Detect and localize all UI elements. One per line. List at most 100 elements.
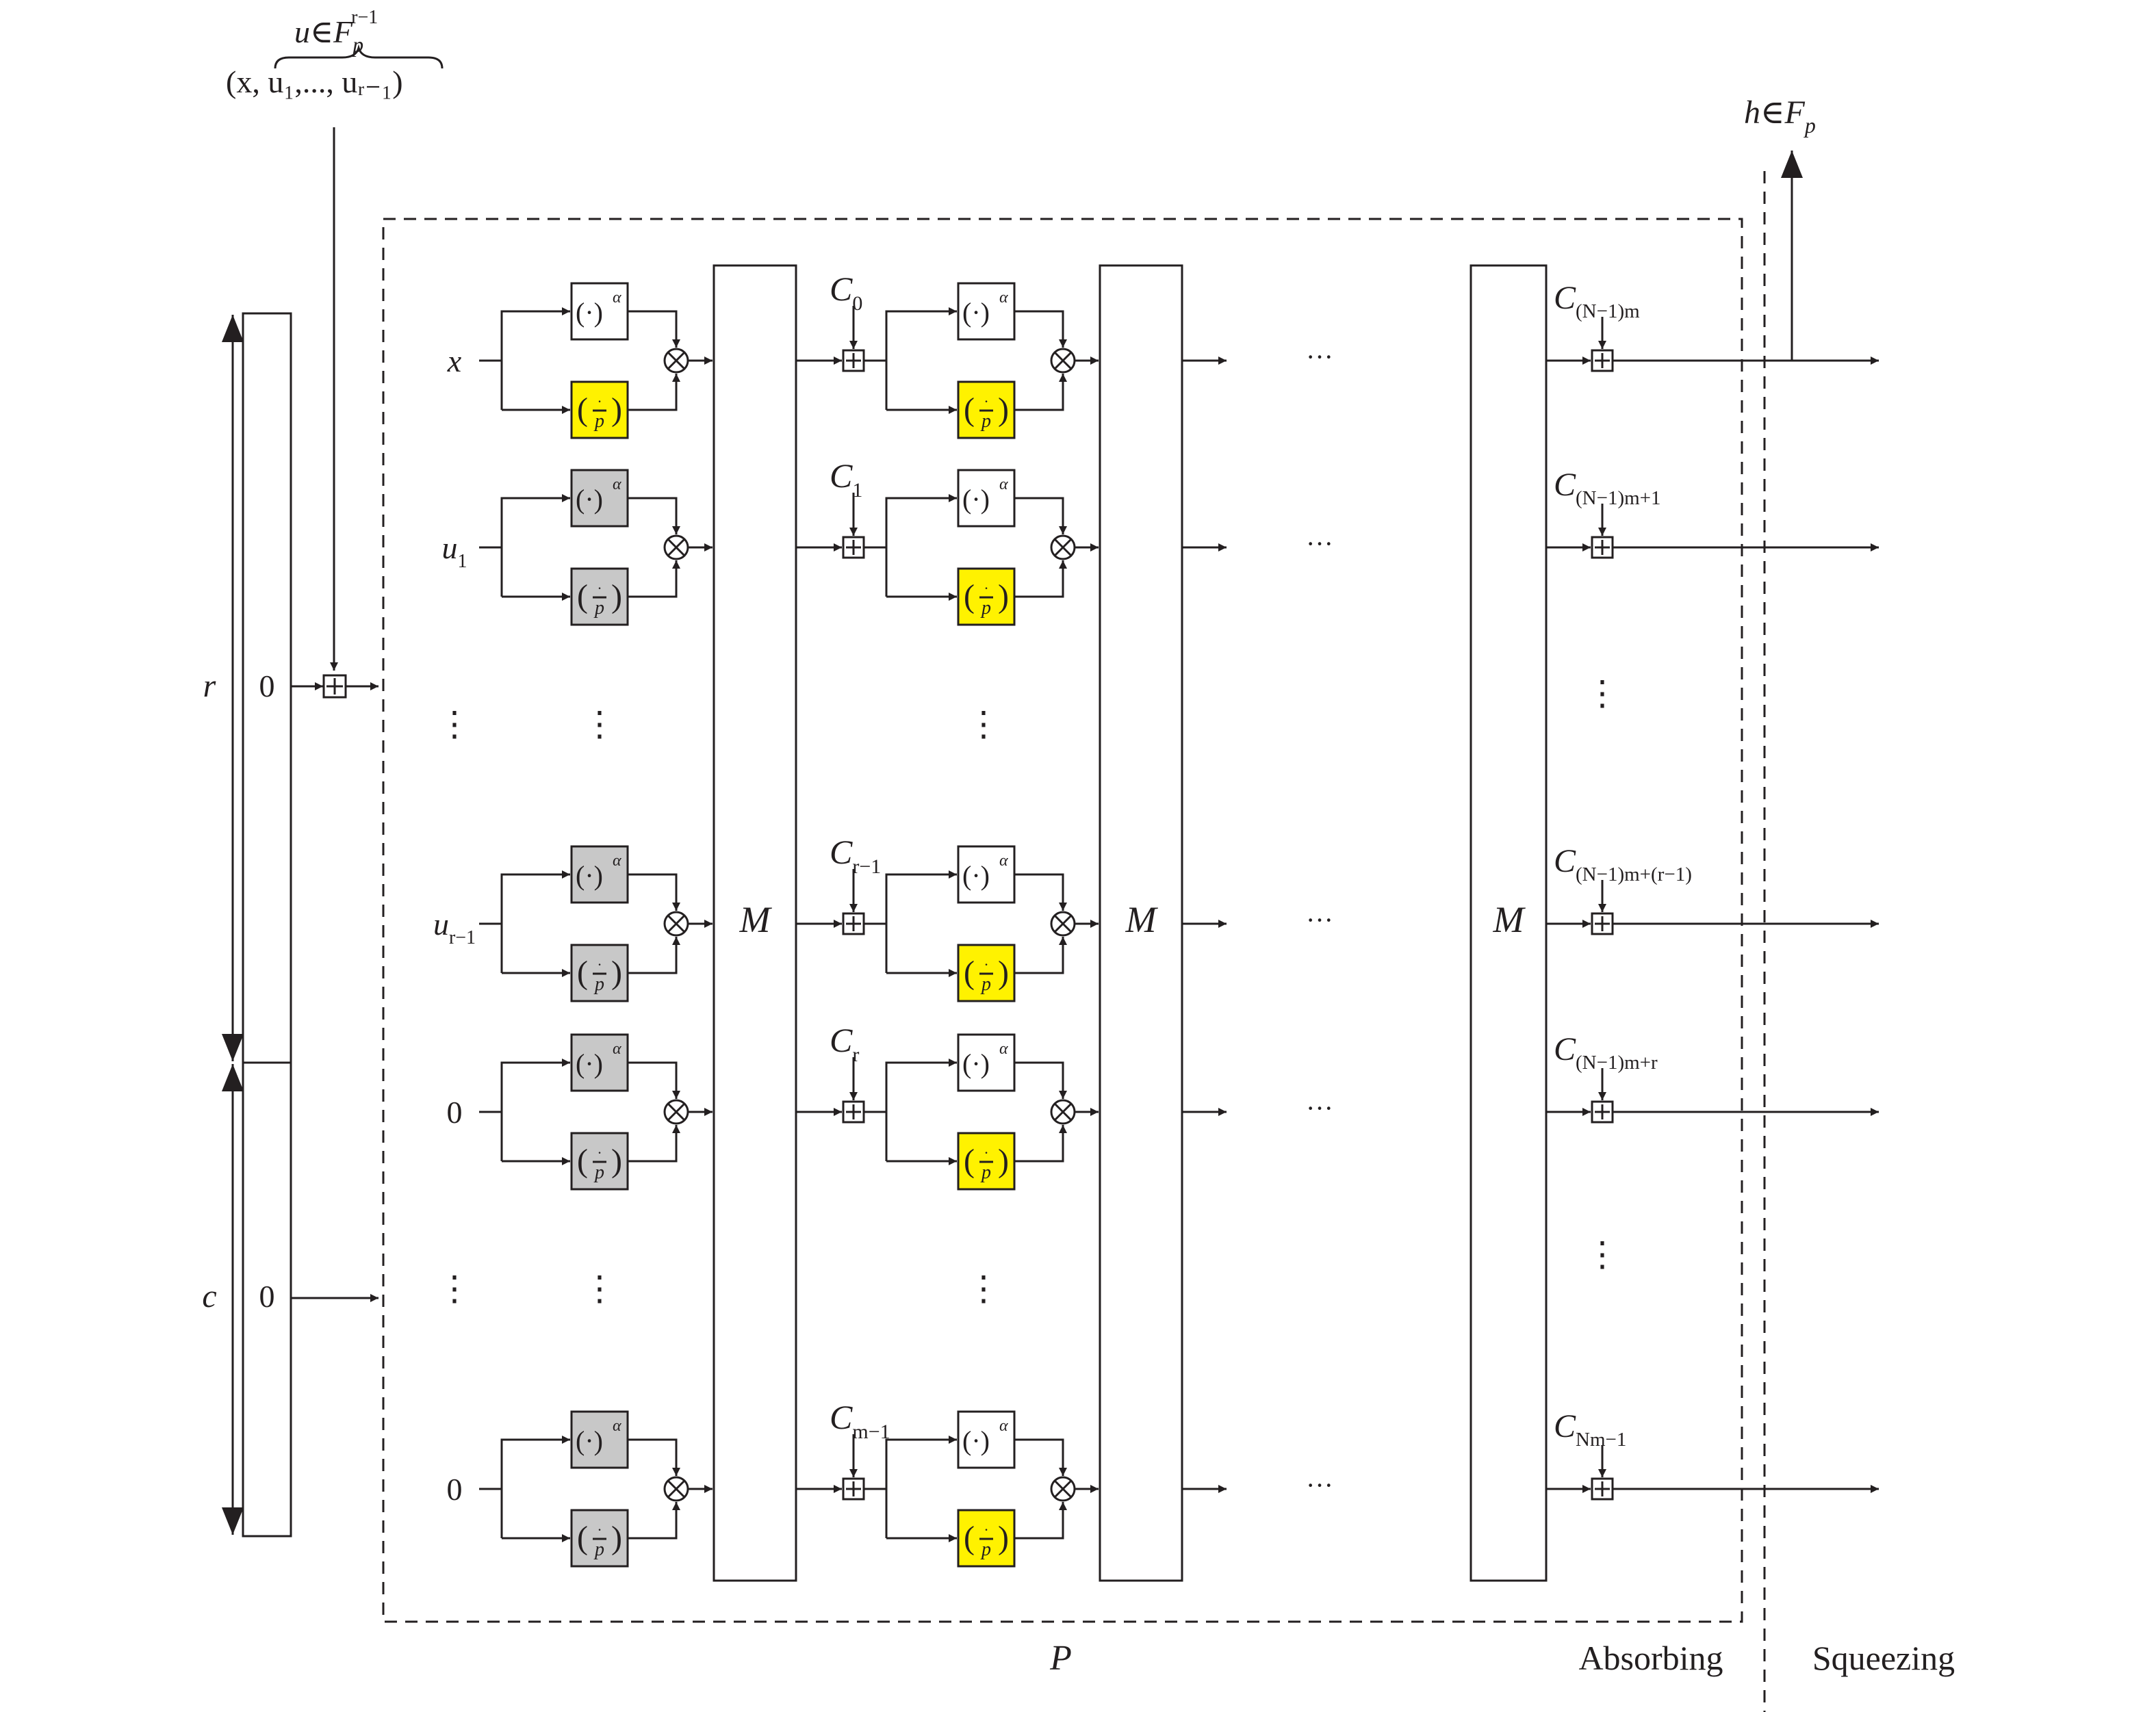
row-2-round1-power-box-sup: α	[613, 476, 621, 493]
row-5-round2-const: Cm−1	[830, 1398, 890, 1443]
row-5-round2-power-box: (·)α	[957, 1410, 1016, 1469]
row-2-final-const: C(N−1)m+1	[1554, 467, 1661, 509]
mds-matrix-final: M	[1470, 264, 1548, 1582]
row-1-round1-mul-d2	[667, 351, 686, 370]
row-3-round1-power-to-mul	[628, 873, 680, 911]
row-1-round2-const-main: C	[830, 270, 853, 308]
row-4-hdots: ···	[1306, 1093, 1333, 1124]
row-5-round1-mul-d2	[667, 1479, 686, 1499]
rate-value: 0	[259, 669, 275, 703]
row-2-input-label: u1	[442, 530, 467, 572]
row-4-round2-legendre-box-rparen: )	[998, 1143, 1009, 1179]
row-3-input-label-main: u	[433, 907, 449, 942]
row-2-round1-legendre-box-lparen: (	[577, 578, 588, 614]
row-4-round2-const: Cr	[830, 1021, 859, 1066]
row-4-round2-legendre-box-lparen: (	[964, 1143, 975, 1179]
row-1-final-const-main: C	[1554, 280, 1576, 316]
row-3-input-label: ur−1	[433, 907, 476, 948]
vertical-ellipsis-1: ⋮	[437, 705, 472, 743]
row-2-final-const-sub: (N−1)m+1	[1576, 487, 1661, 509]
row-4-round2-power-box-label: (·)	[962, 1048, 990, 1079]
row-4-round2-xor	[842, 1100, 865, 1124]
row-4-round1-power-box-sup: α	[613, 1040, 621, 1058]
row-5-input-label-main: 0	[447, 1472, 463, 1507]
row-1-round2-legendre-box-rparen: )	[998, 391, 1009, 428]
row-3-round2-const-main: C	[830, 833, 853, 871]
row-3-round2-split-top	[885, 870, 957, 973]
row-3-round1-legendre-box-lparen: (	[577, 955, 588, 991]
row-2-input-label-sub: 1	[458, 551, 467, 572]
vertical-ellipsis-3: ⋮	[966, 705, 1001, 743]
row-1-round2-mul-d2	[1053, 351, 1073, 370]
round-rows: x(·)α()·pC0(·)α()·p···C(N−1)mu1(·)α()·pC…	[433, 270, 1879, 1568]
row-1-round1-legendre-box-lparen: (	[577, 391, 588, 428]
row-1-round2-legendre-box-top: ·	[984, 393, 988, 410]
row-2-round2-legendre-box-top: ·	[984, 580, 988, 597]
vertical-ellipses: ⋮⋮⋮⋮⋮⋮⋮⋮	[437, 674, 1619, 1308]
row-5-round2-legendre-box-top: ·	[984, 1521, 988, 1538]
row-1-round1-power-box: (·)α	[570, 282, 629, 341]
row-2-round2-legendre-box: ()·p	[957, 567, 1016, 626]
row-4-round1-mul-d2	[667, 1102, 686, 1121]
row-4-round2-power-to-mul	[1014, 1061, 1067, 1099]
input-overbrace	[274, 44, 444, 69]
row-1-round2-power-box: (·)α	[957, 282, 1016, 341]
row-5-round1-split-top	[500, 1436, 570, 1538]
row-4-final-const-main: C	[1554, 1031, 1576, 1067]
row-5-round1-power-box-sup: α	[613, 1417, 621, 1435]
row-4-final-const-sub: (N−1)m+r	[1576, 1052, 1658, 1074]
row-2-round1-power-box-rect	[570, 469, 629, 528]
state-column: 0 0	[242, 312, 292, 1538]
row-4-round1-power-to-mul	[628, 1061, 680, 1099]
row-3-round2-power-box-rect	[957, 845, 1016, 904]
row-3-round2-mul	[1050, 911, 1076, 937]
row-5-round2-const-main: C	[830, 1398, 853, 1436]
row-2-input-label-main: u	[442, 530, 458, 565]
mds-matrix-2: M	[1099, 264, 1183, 1582]
row-3-round1-mul	[663, 911, 689, 937]
row-1-round2-power-to-mul	[1014, 310, 1067, 348]
row-5-round1-mul	[663, 1476, 689, 1502]
row-3-round2-legendre-box: ()·p	[957, 944, 1016, 1002]
row-3-round2-const-sub: r−1	[852, 855, 881, 878]
row-5-round2-mul-d2	[1053, 1479, 1073, 1499]
row-3-round2-xor	[842, 912, 865, 935]
row-5-round2-legendre-to-mul	[1014, 1502, 1067, 1540]
row-5-final-const: CNm−1	[1554, 1408, 1626, 1451]
row-5-round1-legendre-box-top: ·	[597, 1521, 602, 1538]
svg-text:M: M	[1125, 899, 1159, 940]
row-2-round1-power-to-mul	[628, 497, 680, 534]
row-4-final-const: C(N−1)m+r	[1554, 1031, 1658, 1074]
permutation-label: P	[1049, 1639, 1072, 1678]
row-1-round2-legendre-to-mul	[1014, 374, 1067, 411]
row-4-round2-const-sub: r	[852, 1043, 859, 1066]
row-2-round2-legendre-box-rparen: )	[998, 578, 1009, 614]
vertical-ellipsis-2: ⋮	[582, 705, 617, 743]
vertical-ellipsis-8: ⋮	[1585, 1235, 1619, 1273]
row-5-round1-power-box-label: (·)	[576, 1425, 603, 1456]
row-1-final-xor	[1591, 349, 1614, 372]
row-3-round2-power-box-label: (·)	[962, 860, 990, 891]
row-5-round2-legendre-box-bottom: p	[980, 1539, 991, 1560]
row-4-round2-power-box-rect	[957, 1033, 1016, 1092]
row-5-round2-xor	[842, 1477, 865, 1501]
row-2-round1-legendre-to-mul	[628, 560, 680, 598]
row-4-round2-legendre-box: ()·p	[957, 1132, 1016, 1191]
row-5-round2-split-top	[885, 1436, 957, 1538]
row-2-round2-legendre-box-lparen: (	[964, 578, 975, 614]
row-3-round2-legendre-to-mul	[1014, 937, 1067, 974]
input-xor	[322, 674, 347, 699]
row-3-final-xor	[1591, 912, 1614, 935]
row-3-round2-legendre-box-rparen: )	[998, 955, 1009, 991]
row-3-round1-split-top	[500, 870, 570, 973]
row-5-round1-legendre-box-rparen: )	[611, 1520, 622, 1556]
row-4-round2-power-box-sup: α	[999, 1040, 1008, 1058]
row-5-round1-power-box-rect	[570, 1410, 629, 1469]
row-4-round2-legendre-box-bottom: p	[980, 1162, 991, 1183]
row-1-round2-legendre-box: ()·p	[957, 380, 1016, 439]
row-5-round2-legendre-box-lparen: (	[964, 1520, 975, 1556]
row-2-round1-legendre-box: ()·p	[570, 567, 629, 626]
row-1-round2-power-box-label: (·)	[962, 297, 990, 328]
row-5-final-const-sub: Nm−1	[1576, 1429, 1626, 1451]
row-1-round2-legendre-box-lparen: (	[964, 391, 975, 428]
